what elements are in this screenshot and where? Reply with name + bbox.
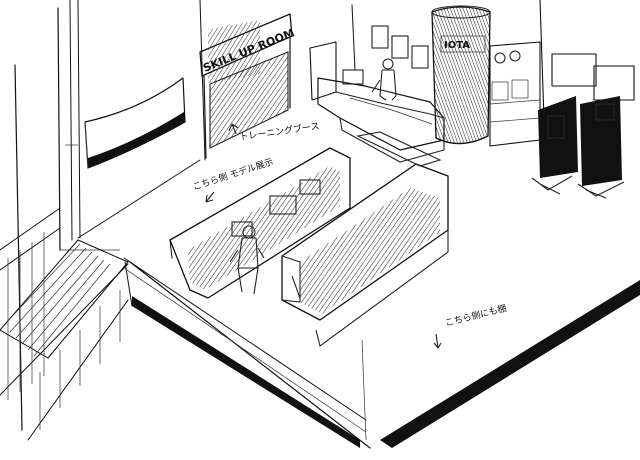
staircase bbox=[0, 207, 129, 441]
visitor-figure bbox=[229, 225, 265, 295]
wall-banner bbox=[84, 77, 186, 169]
signage-stands bbox=[531, 53, 635, 199]
annotation-arrows bbox=[205, 123, 442, 349]
left-wall bbox=[14, 0, 206, 431]
floor-edge bbox=[124, 261, 640, 449]
display-case-right bbox=[281, 131, 449, 347]
skill-up-room-doorway bbox=[199, 13, 293, 159]
kiosk-pillar bbox=[431, 5, 491, 145]
back-shelf bbox=[489, 0, 546, 151]
shelf-note-label: こちら側にも棚 bbox=[444, 302, 508, 329]
kiosk-logo: IOTA bbox=[444, 40, 470, 51]
reception-counter bbox=[309, 41, 445, 163]
balcony-railing bbox=[123, 257, 367, 441]
display-case-left bbox=[169, 147, 351, 299]
wall-frames bbox=[351, 4, 429, 71]
